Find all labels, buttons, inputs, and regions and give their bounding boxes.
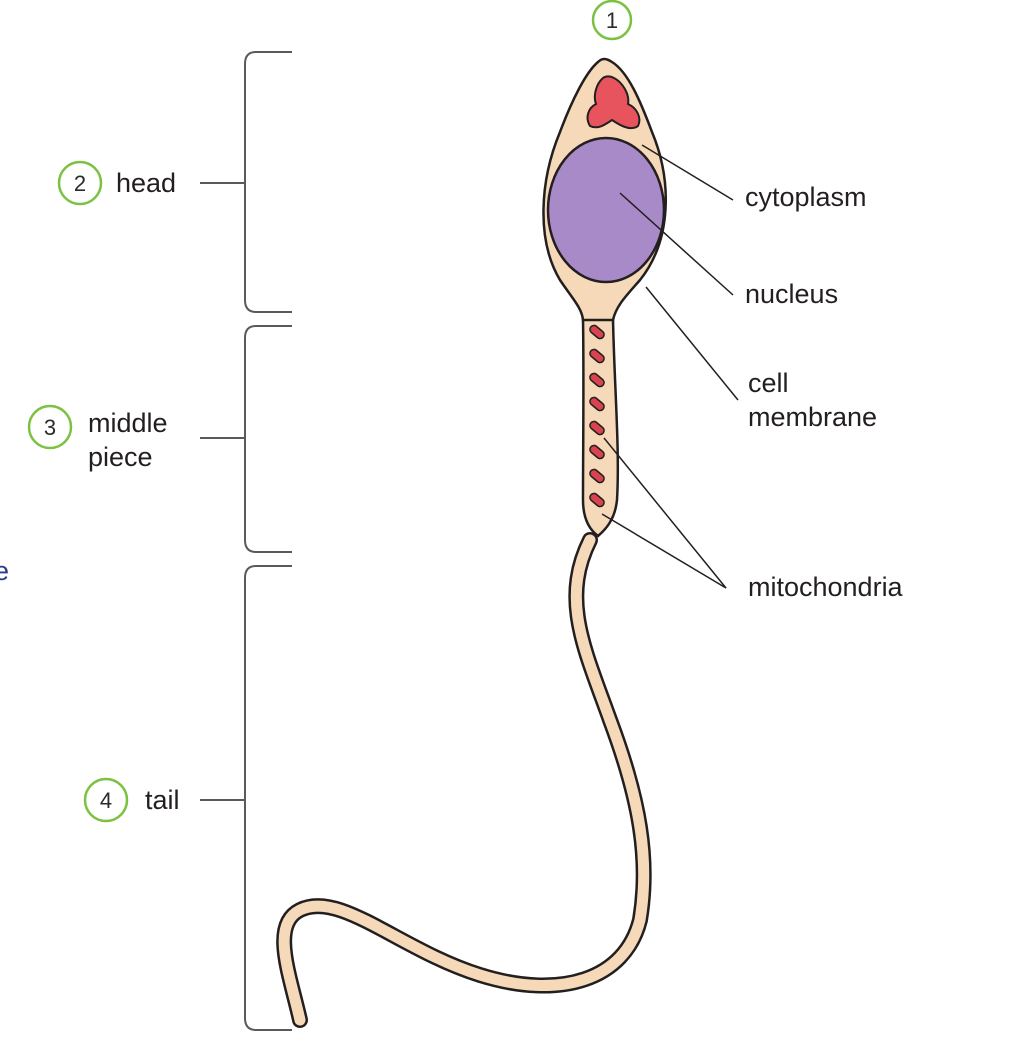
- badge-2-circle: [57, 160, 103, 206]
- badge-4-circle: [83, 777, 129, 823]
- nucleus-leader: [619, 192, 734, 296]
- mitochondria-group: [589, 324, 605, 508]
- mitochondria-leader-lower: [601, 513, 727, 589]
- badge-3-circle: [27, 404, 73, 450]
- mitochondrion: [589, 420, 605, 436]
- mitochondrion: [589, 324, 605, 340]
- badge-1: 1: [606, 8, 618, 33]
- badge-2: 2: [74, 171, 86, 196]
- cytoplasm-leader: [641, 144, 734, 201]
- cell-membrane-label-line1: cell: [748, 368, 789, 398]
- head-bracket: [244, 51, 292, 313]
- badge-3: 3: [44, 415, 56, 440]
- mitochondrion: [589, 372, 605, 388]
- tail: [276, 532, 652, 1028]
- mitochondria-leader-upper: [603, 437, 727, 589]
- badge-1-circle: [591, 0, 633, 41]
- cell-membrane-leader: [645, 286, 739, 401]
- tail-fill: [278, 534, 650, 1026]
- mitochondrion: [589, 348, 605, 364]
- mitochondrion: [589, 444, 605, 460]
- nucleus: [546, 136, 666, 284]
- mitochondrion: [589, 492, 605, 508]
- cell-membrane-label-line2: membrane: [748, 402, 877, 432]
- cytoplasm-label: cytoplasm: [745, 182, 867, 212]
- mitochondrion: [589, 396, 605, 412]
- mitochondrion: [589, 468, 605, 484]
- middle-piece-label-line1: middle: [88, 408, 168, 438]
- head-label: head: [116, 168, 176, 198]
- middle-piece-label-line2: piece: [88, 442, 153, 472]
- edge-text-fragment: e: [0, 556, 9, 586]
- nucleus-label: nucleus: [745, 279, 838, 309]
- mitochondria-label: mitochondria: [748, 572, 904, 602]
- tail-label: tail: [145, 785, 180, 815]
- acrosome: [586, 75, 641, 130]
- tail-bracket: [244, 565, 292, 1031]
- badge-4: 4: [100, 788, 112, 813]
- middle-piece-bracket: [244, 325, 292, 553]
